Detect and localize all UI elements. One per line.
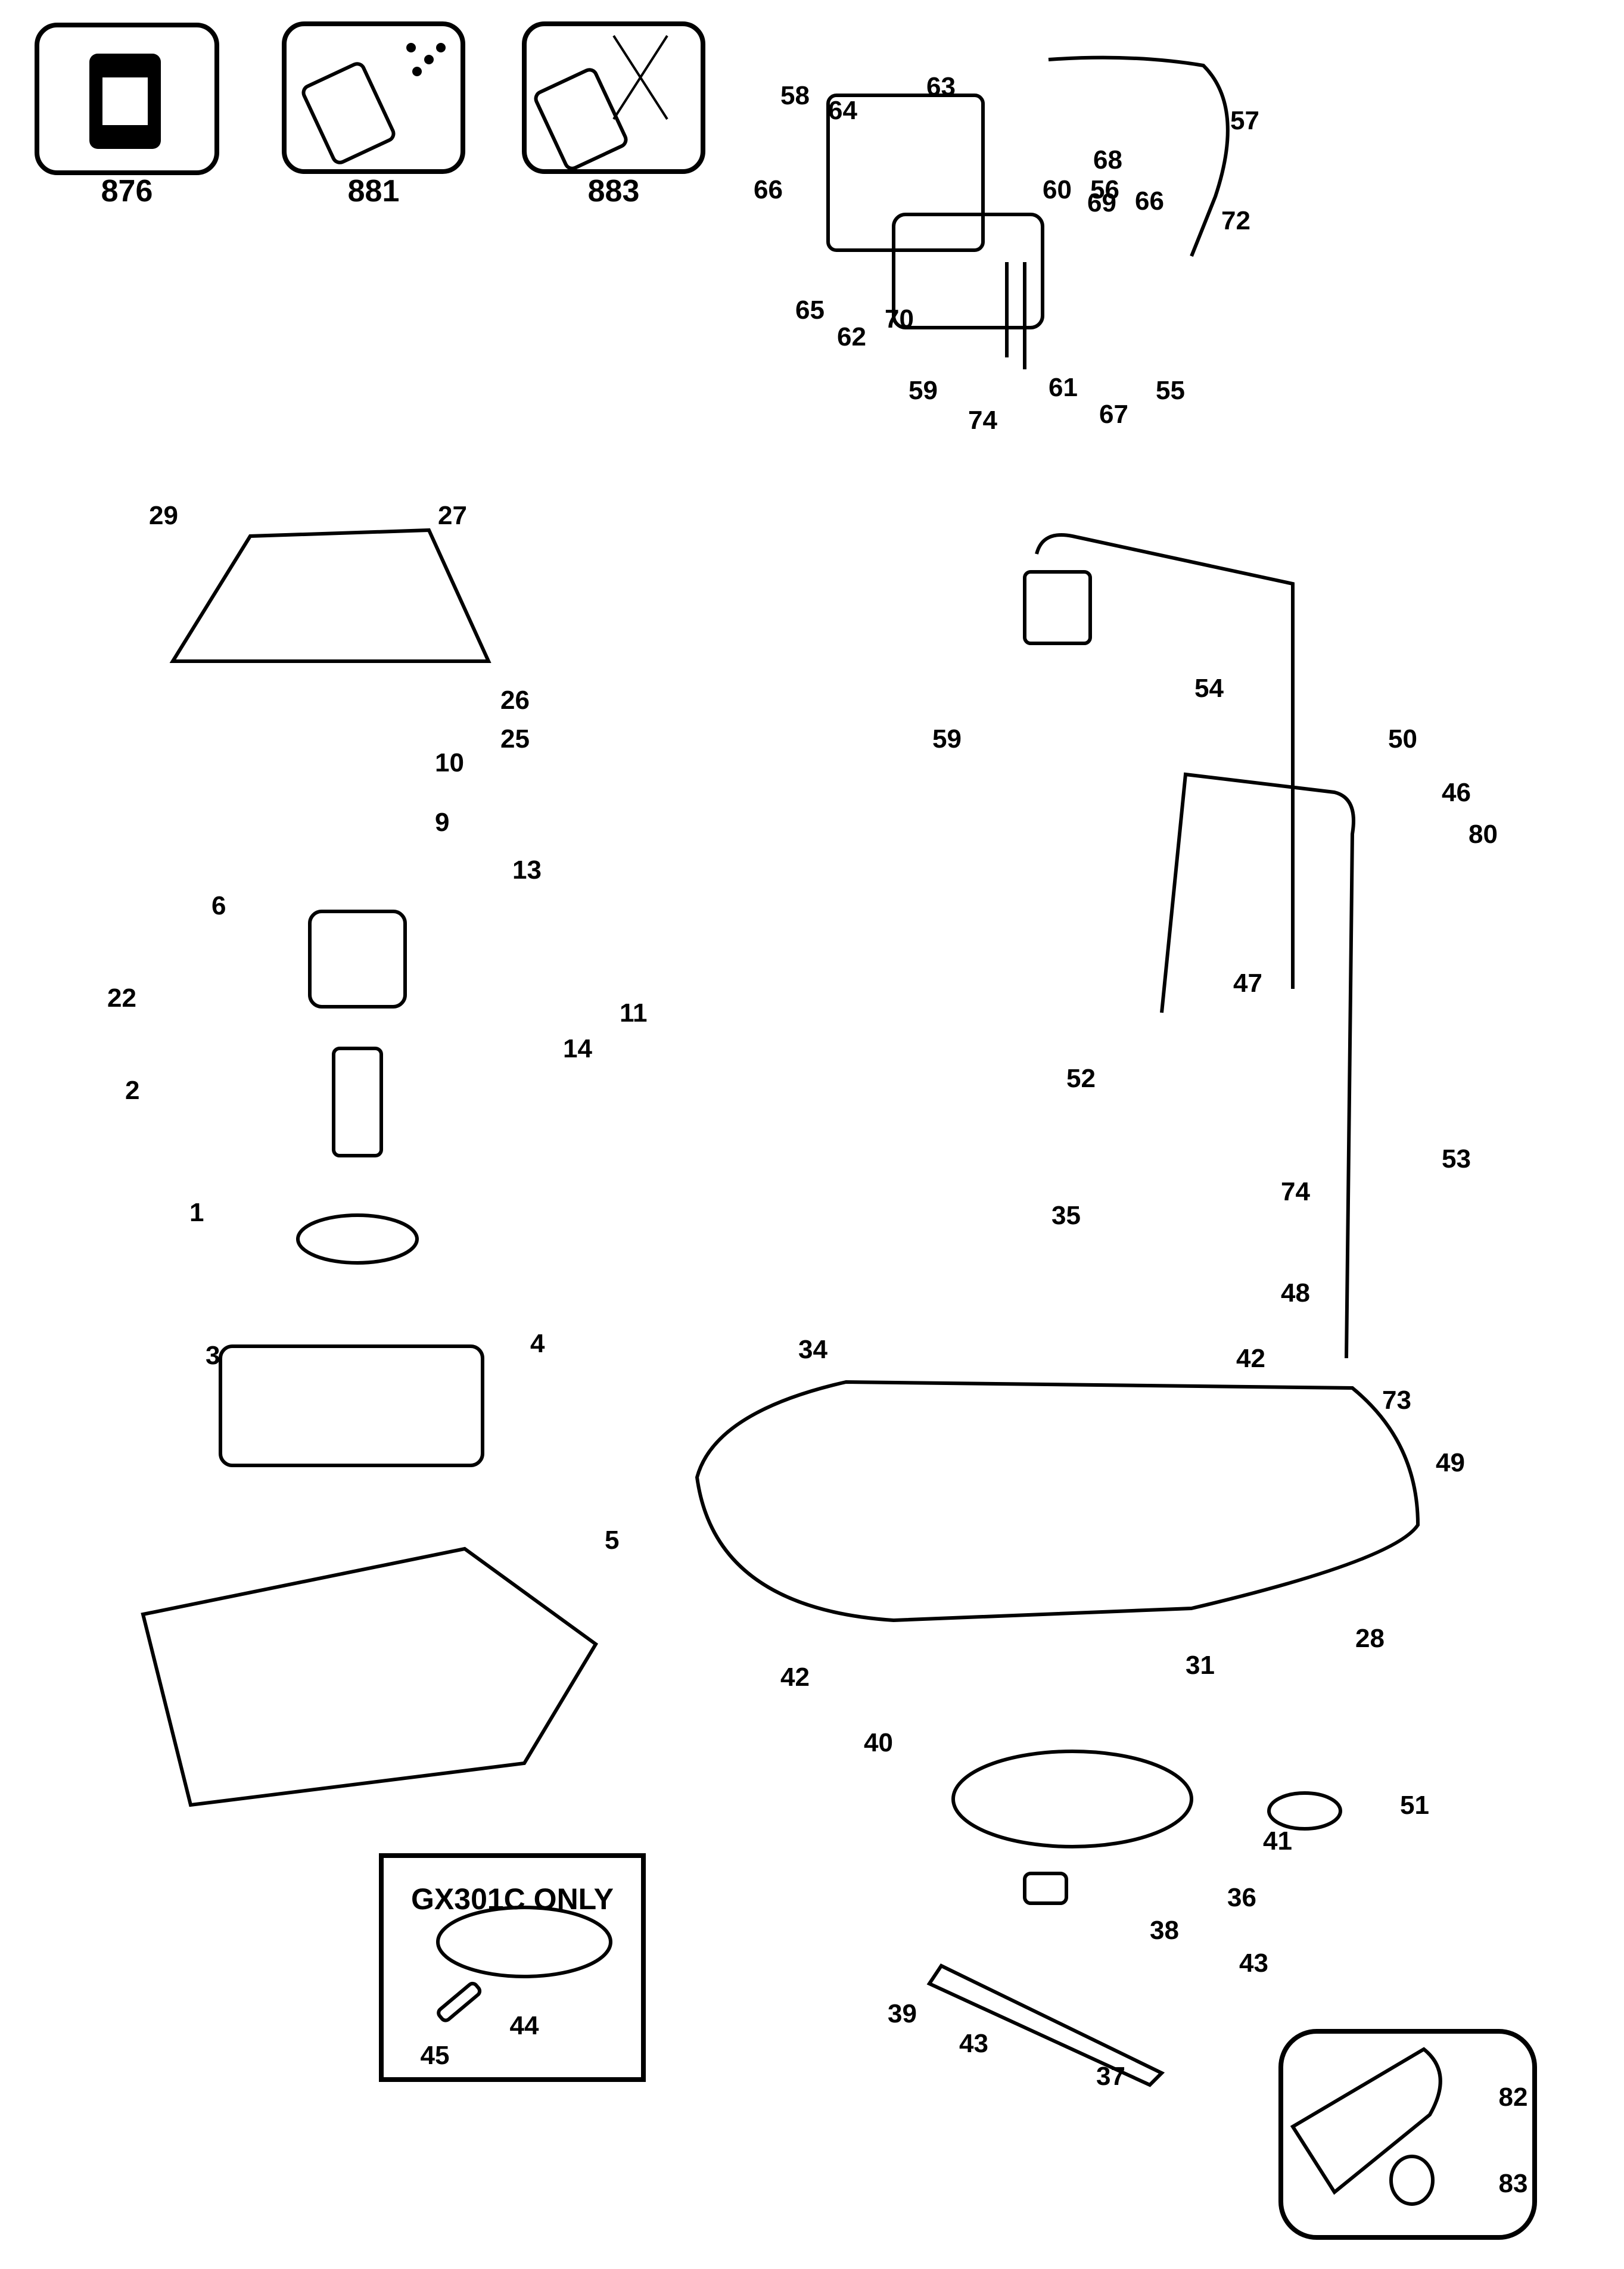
callout-39: 39 — [888, 1999, 917, 2028]
legend-switch-wet: 881 — [282, 21, 465, 208]
callout-65: 65 — [795, 295, 825, 325]
callout-27: 27 — [438, 501, 467, 530]
callout-9: 9 — [435, 808, 449, 837]
callout-82: 82 — [1499, 2083, 1528, 2112]
legend-label-881: 881 — [348, 174, 400, 208]
callout-1: 1 — [189, 1198, 204, 1227]
callout-73: 73 — [1382, 1386, 1411, 1415]
callout-66b: 66 — [1135, 186, 1164, 216]
callout-43b: 43 — [959, 2029, 988, 2058]
callout-34: 34 — [798, 1335, 827, 1364]
callout-59: 59 — [909, 376, 938, 405]
callout-26: 26 — [500, 686, 530, 715]
callout-13: 13 — [512, 855, 542, 885]
legend-label-883: 883 — [588, 174, 640, 208]
blade-stack — [926, 1750, 1342, 2087]
callout-56: 56 — [1090, 175, 1119, 204]
callout-72: 72 — [1221, 206, 1250, 235]
callout-22: 22 — [107, 983, 136, 1013]
accessory-panel: 82 83 — [1278, 2029, 1537, 2240]
callout-54: 54 — [1194, 674, 1224, 703]
callout-48: 48 — [1281, 1278, 1310, 1308]
callout-5: 5 — [605, 1526, 619, 1555]
motor-column — [141, 528, 598, 1807]
handle-deck — [695, 533, 1420, 1623]
callout-44: 44 — [510, 2011, 539, 2040]
callout-4: 4 — [530, 1329, 545, 1358]
callout-42b: 42 — [780, 1663, 810, 1692]
callout-36: 36 — [1227, 1883, 1256, 1912]
legend-motor: 876 — [35, 23, 219, 208]
callout-60: 60 — [1043, 175, 1072, 204]
callout-62: 62 — [837, 322, 866, 351]
callout-67: 67 — [1099, 400, 1128, 429]
gx301c-panel: GX301C ONLY 44 45 — [379, 1853, 646, 2082]
callout-49: 49 — [1436, 1448, 1465, 1477]
callout-42: 42 — [1236, 1344, 1265, 1373]
switch-water-drops-icon — [301, 43, 446, 164]
callout-59b: 59 — [932, 724, 962, 754]
callout-57: 57 — [1230, 106, 1259, 135]
callout-66: 66 — [754, 175, 783, 204]
callout-58: 58 — [780, 81, 810, 110]
callout-70: 70 — [885, 304, 914, 334]
legend-switch-dry: 883 — [522, 21, 705, 208]
callout-3: 3 — [206, 1341, 220, 1370]
callout-41: 41 — [1263, 1826, 1292, 1856]
legend-label-876: 876 — [101, 174, 153, 208]
callout-52: 52 — [1066, 1064, 1096, 1093]
callout-46: 46 — [1442, 778, 1471, 807]
callout-38: 38 — [1150, 1916, 1179, 1945]
callout-45: 45 — [421, 2041, 450, 2070]
callout-35: 35 — [1051, 1201, 1081, 1230]
callout-61: 61 — [1049, 373, 1078, 402]
callout-31: 31 — [1186, 1651, 1215, 1680]
callout-74b: 74 — [1281, 1177, 1310, 1206]
callout-47: 47 — [1233, 969, 1262, 998]
switch-no-water-icon — [534, 35, 668, 170]
callout-2: 2 — [125, 1076, 139, 1105]
callout-63: 63 — [926, 72, 956, 101]
callout-55: 55 — [1156, 376, 1185, 405]
callout-68: 68 — [1093, 145, 1122, 175]
callout-6: 6 — [211, 891, 226, 920]
callout-25: 25 — [500, 724, 530, 754]
callout-37: 37 — [1096, 2062, 1125, 2091]
motor-icon — [89, 54, 161, 149]
callout-50: 50 — [1388, 724, 1417, 754]
callout-40: 40 — [864, 1728, 893, 1757]
callout-83: 83 — [1499, 2169, 1528, 2198]
callout-64: 64 — [828, 96, 857, 125]
callout-28: 28 — [1355, 1624, 1385, 1653]
switch-assembly — [826, 55, 1230, 369]
callout-53: 53 — [1442, 1144, 1471, 1174]
callout-10: 10 — [435, 748, 464, 777]
callout-51: 51 — [1400, 1791, 1429, 1820]
callout-11: 11 — [620, 998, 648, 1028]
callout-14: 14 — [563, 1034, 592, 1063]
callout-29: 29 — [149, 501, 178, 530]
callout-74: 74 — [968, 406, 997, 435]
callout-69: 69 — [1087, 188, 1116, 217]
gx-panel-title: GX301C ONLY — [411, 1882, 614, 1916]
callout-80: 80 — [1469, 820, 1498, 849]
callout-43: 43 — [1239, 1949, 1268, 1978]
